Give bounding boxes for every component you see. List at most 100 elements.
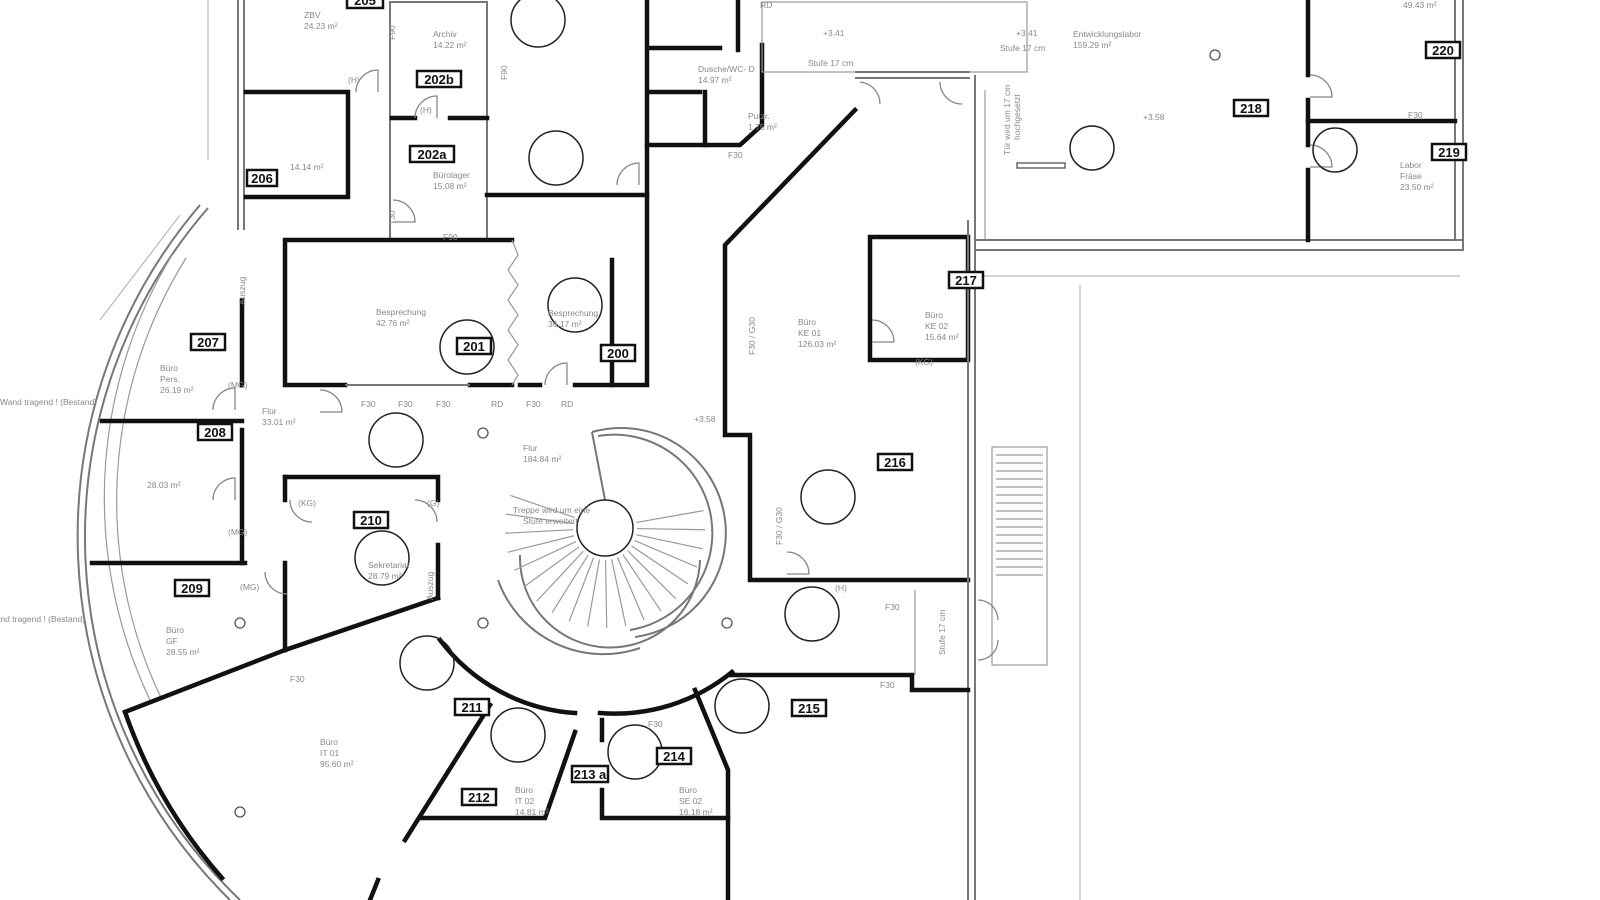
spiral-tread: [505, 529, 574, 534]
room-214[interactable]: 214: [655, 746, 693, 766]
svg-text:24.23 m²: 24.23 m²: [304, 21, 338, 31]
svg-text:Büro: Büro: [798, 317, 816, 327]
spiral-tread: [636, 534, 703, 550]
room-202a[interactable]: 202a: [408, 144, 456, 164]
svg-text:+3.58: +3.58: [1143, 112, 1165, 122]
circle-markers: [234, 0, 1358, 818]
svg-text:Bürolager: Bürolager: [433, 170, 470, 180]
svg-text:36.17 m²: 36.17 m²: [548, 319, 582, 329]
svg-text:Fräse: Fräse: [1400, 171, 1422, 181]
spiral-tread: [587, 559, 601, 627]
svg-text:F30: F30: [398, 399, 413, 409]
svg-text:F30: F30: [880, 680, 895, 690]
svg-text:Dusche/WC- D: Dusche/WC- D: [698, 64, 755, 74]
svg-text:184.84 m²: 184.84 m²: [523, 454, 561, 464]
room-211[interactable]: 211: [453, 697, 491, 717]
room-210[interactable]: 210: [352, 510, 390, 530]
svg-text:14.81 m²: 14.81 m²: [515, 807, 549, 817]
svg-text:RD: RD: [760, 0, 772, 10]
svg-text:Büro: Büro: [925, 310, 943, 320]
spiral-tread: [631, 545, 689, 585]
svg-text:Stufe erweitert: Stufe erweitert: [523, 516, 578, 526]
svg-text:(H): (H): [420, 105, 432, 115]
svg-text:Tür wird um 17 cm: Tür wird um 17 cm: [1002, 85, 1012, 155]
svg-text:Wand tragend ! (Bestand): Wand tragend ! (Bestand): [0, 397, 97, 407]
svg-text:KE 02: KE 02: [925, 321, 948, 331]
room-219[interactable]: 219: [1430, 142, 1468, 162]
straight-stair: [996, 454, 1043, 576]
svg-text:Auszug: Auszug: [425, 571, 435, 600]
room-220[interactable]: 220: [1424, 40, 1462, 60]
room-202b[interactable]: 202b: [415, 69, 463, 89]
room-215[interactable]: 215: [790, 698, 828, 718]
svg-text:209: 209: [181, 581, 203, 596]
svg-text:Putzr.: Putzr.: [748, 111, 770, 121]
svg-text:F30 / G30: F30 / G30: [747, 317, 757, 355]
svg-text:Flur: Flur: [523, 443, 538, 453]
door-swings: [212, 69, 1333, 661]
svg-text:F30: F30: [526, 399, 541, 409]
room-205[interactable]: 205: [345, 0, 385, 10]
svg-text:126.03 m²: 126.03 m²: [798, 339, 836, 349]
svg-text:Auszug: Auszug: [237, 276, 247, 305]
svg-text:210: 210: [360, 513, 382, 528]
room-208[interactable]: 208: [196, 422, 234, 442]
room-207[interactable]: 207: [189, 332, 227, 352]
svg-text:26.19 m²: 26.19 m²: [160, 385, 194, 395]
spiral-tread: [568, 557, 595, 622]
svg-text:F30: F30: [361, 399, 376, 409]
svg-text:(MG): (MG): [228, 380, 248, 390]
svg-text:hochgesetzt: hochgesetzt: [1012, 94, 1022, 140]
svg-text:Büro: Büro: [160, 363, 178, 373]
svg-text:201: 201: [463, 339, 485, 354]
svg-text:+3.41: +3.41: [823, 28, 845, 38]
svg-text:15.08 m²: 15.08 m²: [433, 181, 467, 191]
svg-text:212: 212: [468, 790, 490, 805]
svg-text:(H): (H): [348, 75, 360, 85]
svg-text:F30 / G30: F30 / G30: [774, 507, 784, 545]
svg-text:F90: F90: [499, 65, 509, 80]
svg-text:Büro: Büro: [515, 785, 533, 795]
room-206[interactable]: 206: [245, 168, 279, 188]
svg-text:200: 200: [607, 346, 629, 361]
spiral-tread: [507, 535, 575, 553]
svg-text:(H): (H): [835, 583, 847, 593]
svg-text:Pers.: Pers.: [160, 374, 180, 384]
room-200[interactable]: 200: [599, 343, 637, 363]
svg-text:215: 215: [798, 701, 820, 716]
room-201[interactable]: 201: [455, 336, 493, 356]
svg-text:(KG): (KG): [915, 357, 933, 367]
svg-text:15.64 m²: 15.64 m²: [925, 332, 959, 342]
room-labels: 205 202b 202a 206 201 200 207 208 209 21…: [173, 0, 1468, 807]
svg-text:F90: F90: [443, 232, 458, 242]
spiral-tread: [604, 559, 608, 628]
walls: [89, 0, 1464, 900]
svg-text:220: 220: [1432, 43, 1454, 58]
svg-text:F30: F30: [1408, 110, 1423, 120]
room-217[interactable]: 217: [947, 270, 985, 290]
grid-lines: [99, 0, 1460, 900]
svg-text:(KG): (KG): [298, 498, 316, 508]
svg-text:Flur: Flur: [262, 406, 277, 416]
svg-text:KE 01: KE 01: [798, 328, 821, 338]
svg-text:F30: F30: [648, 719, 663, 729]
svg-text:F30: F30: [436, 399, 451, 409]
room-216[interactable]: 216: [876, 452, 914, 472]
room-213a[interactable]: 213 a: [570, 764, 610, 784]
svg-text:+3.41: +3.41: [1016, 28, 1038, 38]
svg-text:IT 02: IT 02: [515, 796, 534, 806]
room-212[interactable]: 212: [460, 787, 498, 807]
svg-text:28.79 m²: 28.79 m²: [368, 571, 402, 581]
spiral-tread: [627, 550, 677, 600]
svg-text:1.75 m²: 1.75 m²: [748, 122, 777, 132]
svg-text:RD: RD: [491, 399, 503, 409]
room-209[interactable]: 209: [173, 578, 211, 598]
spiral-tread: [611, 559, 627, 626]
svg-text:Entwicklungslabor: Entwicklungslabor: [1073, 29, 1142, 39]
svg-text:23.50 m²: 23.50 m²: [1400, 182, 1434, 192]
svg-text:+3.58: +3.58: [694, 414, 716, 424]
room-218[interactable]: 218: [1232, 98, 1270, 118]
annotations: Wand tragend ! (Bestand) Wand tragend ! …: [0, 0, 1423, 729]
svg-text:Büro: Büro: [679, 785, 697, 795]
